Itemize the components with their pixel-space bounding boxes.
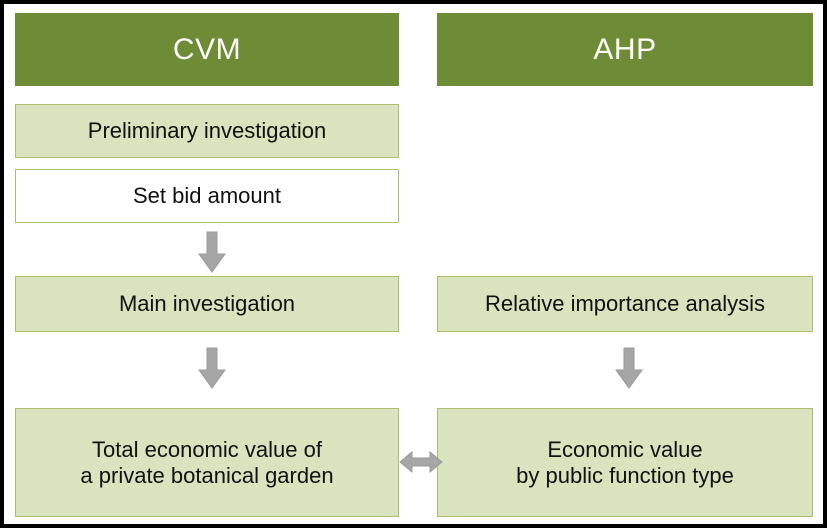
node-economic-value-by-function: Economic value by public function type — [437, 408, 813, 517]
node-preliminary-investigation: Preliminary investigation — [15, 104, 399, 158]
node-relative-importance-analysis: Relative importance analysis — [437, 276, 813, 332]
node-preliminary-investigation-label: Preliminary investigation — [87, 118, 327, 144]
node-total-economic-value: Total economic value of a private botani… — [15, 408, 399, 517]
column-header-cvm: CVM — [15, 13, 399, 86]
node-set-bid-amount-label: Set bid amount — [133, 183, 281, 209]
flowchart-canvas: CVM AHP Preliminary investigation Set bi… — [4, 4, 823, 524]
arrow-double-horizontal-icon-results-link — [399, 448, 443, 476]
node-total-economic-value-label: Total economic value of a private botani… — [80, 436, 334, 488]
node-main-investigation-label: Main investigation — [118, 291, 296, 317]
node-relative-importance-analysis-label: Relative importance analysis — [484, 291, 766, 317]
node-economic-value-by-function-label: Economic value by public function type — [516, 436, 734, 488]
node-main-investigation: Main investigation — [15, 276, 399, 332]
column-header-ahp-label: AHP — [593, 32, 657, 66]
arrow-down-icon-analysis-to-result — [615, 347, 643, 389]
column-header-cvm-label: CVM — [172, 32, 242, 66]
node-set-bid-amount: Set bid amount — [15, 169, 399, 223]
arrow-down-icon-main-to-result — [198, 347, 226, 389]
column-header-ahp: AHP — [437, 13, 813, 86]
arrow-down-icon-bid-to-main — [198, 231, 226, 273]
